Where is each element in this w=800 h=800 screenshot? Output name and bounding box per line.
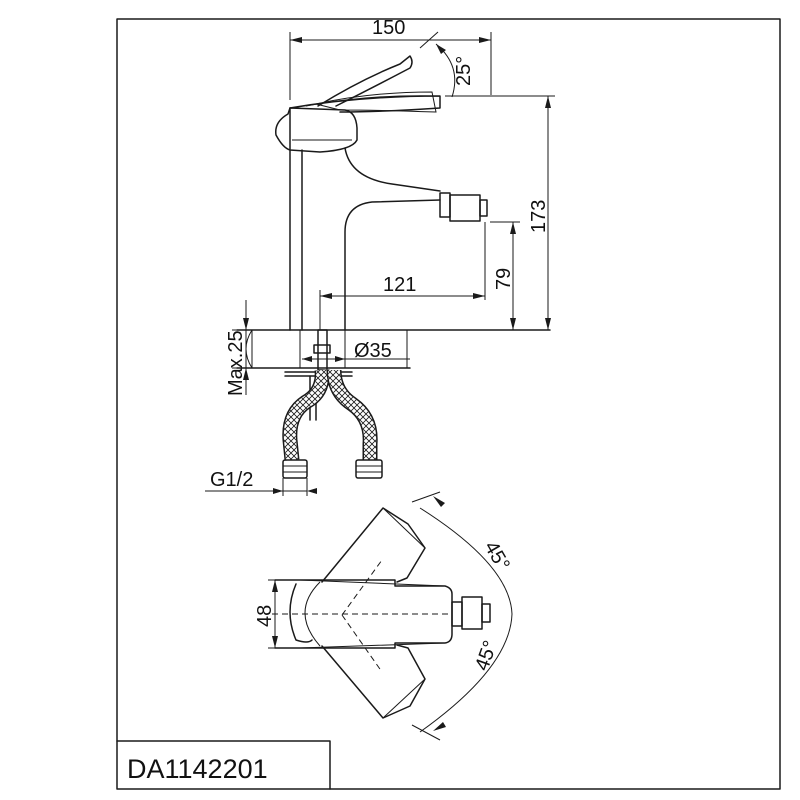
dim-45-top-label: 45° xyxy=(480,538,514,575)
dim-thread: G1/2 xyxy=(205,469,317,496)
dim-width-150: 150 xyxy=(289,17,492,100)
title-block-frame xyxy=(116,740,331,790)
dim-173-label: 173 xyxy=(528,200,550,233)
dim-79-label: 79 xyxy=(493,268,515,290)
deck-section xyxy=(236,329,551,369)
dim-height-79: 79 xyxy=(490,221,520,330)
dim-150-label: 150 xyxy=(372,17,405,39)
dim-hole-diameter: Ø35 xyxy=(302,340,410,362)
model-number: DA1142201 xyxy=(127,754,268,784)
drawing-frame xyxy=(116,18,781,790)
braided-hoses xyxy=(282,369,383,479)
dim-121-label: 121 xyxy=(383,274,416,296)
dim-max-deck: Max.25 xyxy=(225,300,255,396)
dim-max25-label: Max.25 xyxy=(225,330,247,396)
dim-lever-angle: 25° xyxy=(435,43,475,98)
dim-swivel-arc: 45° 45° xyxy=(411,491,514,741)
dim-width-48: 48 xyxy=(254,579,300,649)
faucet-body xyxy=(275,55,488,331)
top-view: 48 45° 45° xyxy=(254,491,514,741)
dim-height-173: 173 xyxy=(445,95,555,330)
dim-g12-label: G1/2 xyxy=(210,469,253,491)
dim-45-bottom-label: 45° xyxy=(471,638,502,674)
side-view: 150 25° 173 79 xyxy=(205,17,555,496)
dim-reach-121: 121 xyxy=(319,222,486,330)
dim-35-label: Ø35 xyxy=(354,340,392,362)
dim-48-label: 48 xyxy=(254,605,276,627)
dim-25-deg-label: 25° xyxy=(453,56,475,86)
